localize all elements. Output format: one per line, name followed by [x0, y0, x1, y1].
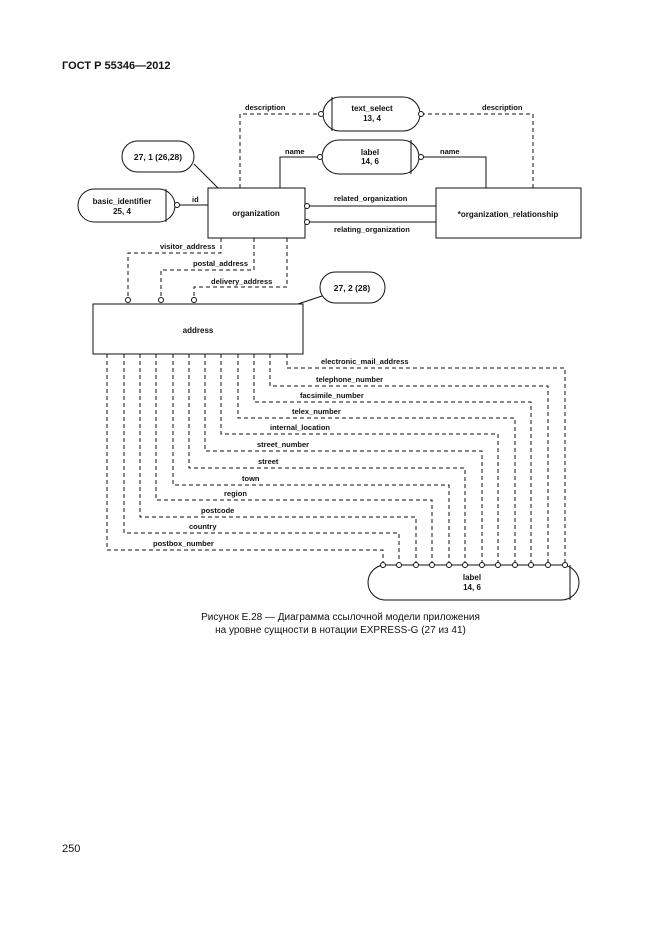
attr-postcode: postcode — [201, 506, 234, 515]
label-type-box-bottom — [367, 564, 580, 601]
organization-entity-box — [207, 187, 306, 239]
organization-page-ref-bubble — [121, 140, 195, 173]
basic-identifier-type-name: basic_identifier — [93, 197, 152, 206]
organization-relationship-entity-box — [435, 187, 582, 239]
attr-telex-number: telex_number — [292, 407, 341, 416]
attr-facsimile-number: facsimile_number — [300, 391, 364, 400]
document-header: ГОСТ Р 55346—2012 — [62, 60, 171, 72]
attr-name-left: name — [285, 147, 305, 156]
attr-electronic-mail-address: electronic_mail_address — [321, 357, 409, 366]
page-number: 250 — [62, 843, 81, 855]
text-select-type-name: text_select — [351, 104, 393, 113]
text-select-type-ref: 13, 4 — [363, 114, 381, 123]
address-page-ref-bubble — [319, 271, 386, 304]
basic-identifier-type-ref: 25, 4 — [113, 207, 131, 216]
attr-visitor-address: visitor_address — [160, 242, 215, 251]
caption-line-1: Рисунок Е.28 — Диаграмма ссылочной модел… — [201, 612, 480, 623]
attr-town: town — [242, 474, 260, 483]
attr-relating-organization: relating_organization — [334, 225, 410, 234]
organization-entity-label: organization — [232, 209, 280, 218]
label-type-top-name: label — [361, 148, 379, 157]
attr-id: id — [192, 195, 199, 204]
attr-telephone-number: telephone_number — [316, 375, 383, 384]
address-entity-box — [92, 303, 304, 355]
attr-name-right: name — [440, 147, 460, 156]
attr-related-organization: related_organization — [334, 194, 408, 203]
attr-postal-address: postal_address — [193, 259, 248, 268]
label-type-top-ref: 14, 6 — [361, 157, 379, 166]
attr-region: region — [224, 489, 247, 498]
attr-country: country — [189, 522, 217, 531]
label-type-bottom-name: label — [463, 573, 481, 582]
label-type-bottom-ref: 14, 6 — [463, 583, 481, 592]
attr-description-left: description — [245, 103, 286, 112]
address-page-ref: 27, 2 (28) — [334, 283, 371, 293]
attr-description-right: description — [482, 103, 523, 112]
attr-delivery-address: delivery_address — [211, 277, 272, 286]
figure-caption: Рисунок Е.28 — Диаграмма ссылочной модел… — [0, 611, 661, 637]
attr-postbox-number: postbox_number — [153, 539, 214, 548]
attr-internal-location: internal_location — [270, 423, 330, 432]
caption-line-2: на уровне сущности в нотации EXPRESS-G (… — [215, 625, 466, 636]
organization-relationship-entity-label: *organization_relationship — [458, 210, 559, 219]
attr-street-number: street_number — [257, 440, 309, 449]
address-entity-label: address — [183, 326, 214, 335]
organization-page-ref: 27, 1 (26,28) — [134, 152, 182, 162]
attr-street: street — [258, 457, 279, 466]
